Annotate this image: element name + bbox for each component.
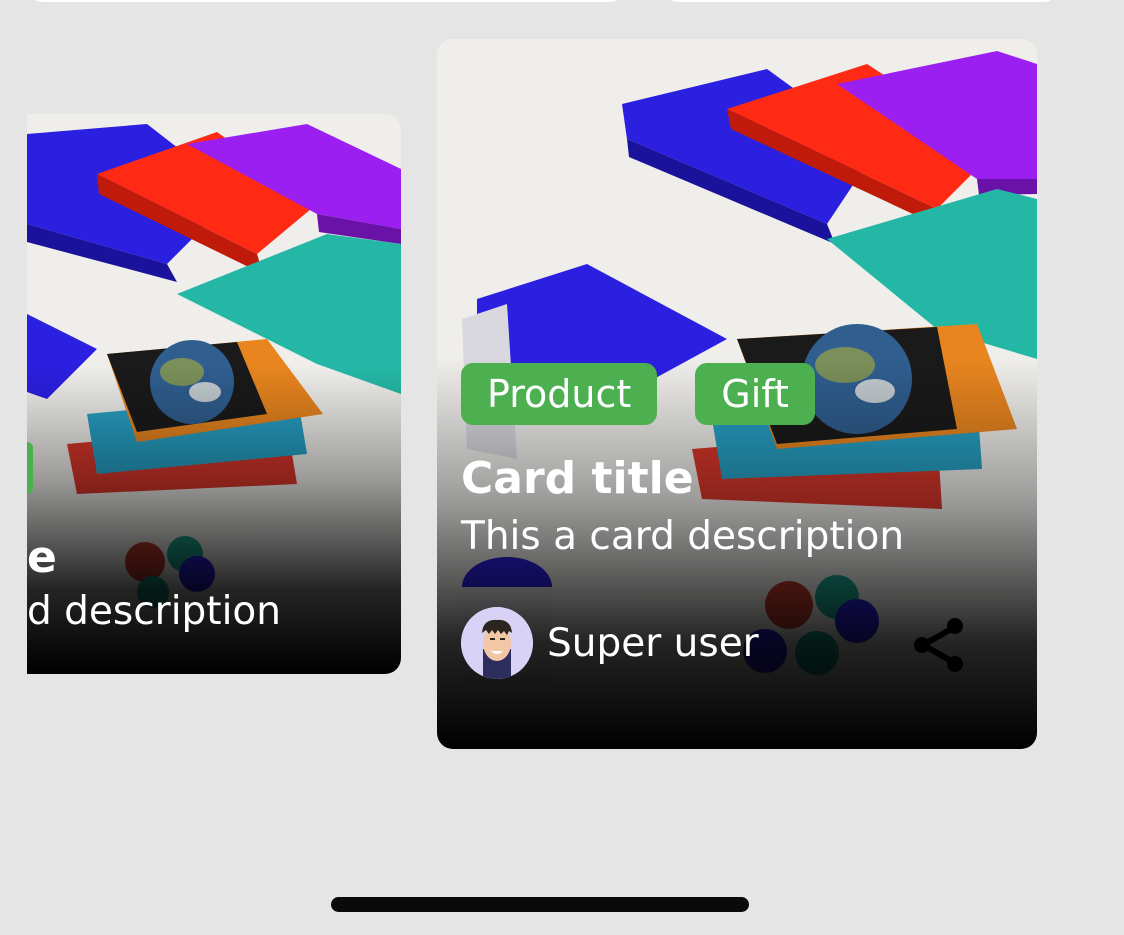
card-description: This a card description bbox=[461, 514, 905, 559]
tag-product[interactable]: Product bbox=[461, 363, 658, 425]
card-description-partial: d description bbox=[27, 589, 281, 634]
avatar[interactable] bbox=[461, 607, 533, 679]
card-footer: Super user bbox=[461, 607, 1013, 679]
top-bar-left[interactable] bbox=[30, 0, 622, 2]
home-indicator bbox=[331, 897, 749, 912]
share-icon bbox=[914, 618, 963, 672]
card-main[interactable]: Product Gift Card title This a card desc… bbox=[437, 39, 1037, 749]
card-title: Card title bbox=[461, 453, 694, 504]
top-bar-right[interactable] bbox=[666, 0, 1056, 2]
image-shade bbox=[27, 114, 401, 674]
card-content: Product Gift Card title This a card desc… bbox=[461, 363, 1013, 679]
avatar-face-icon bbox=[461, 607, 533, 679]
tag-list: Product Gift bbox=[461, 363, 1013, 425]
card-title-partial: e bbox=[27, 532, 57, 583]
card-previous[interactable]: e d description bbox=[27, 114, 401, 674]
tag-gift[interactable]: Gift bbox=[695, 363, 815, 425]
user-name[interactable]: Super user bbox=[547, 620, 759, 666]
tag-partial bbox=[27, 442, 33, 494]
share-button[interactable] bbox=[909, 613, 969, 673]
